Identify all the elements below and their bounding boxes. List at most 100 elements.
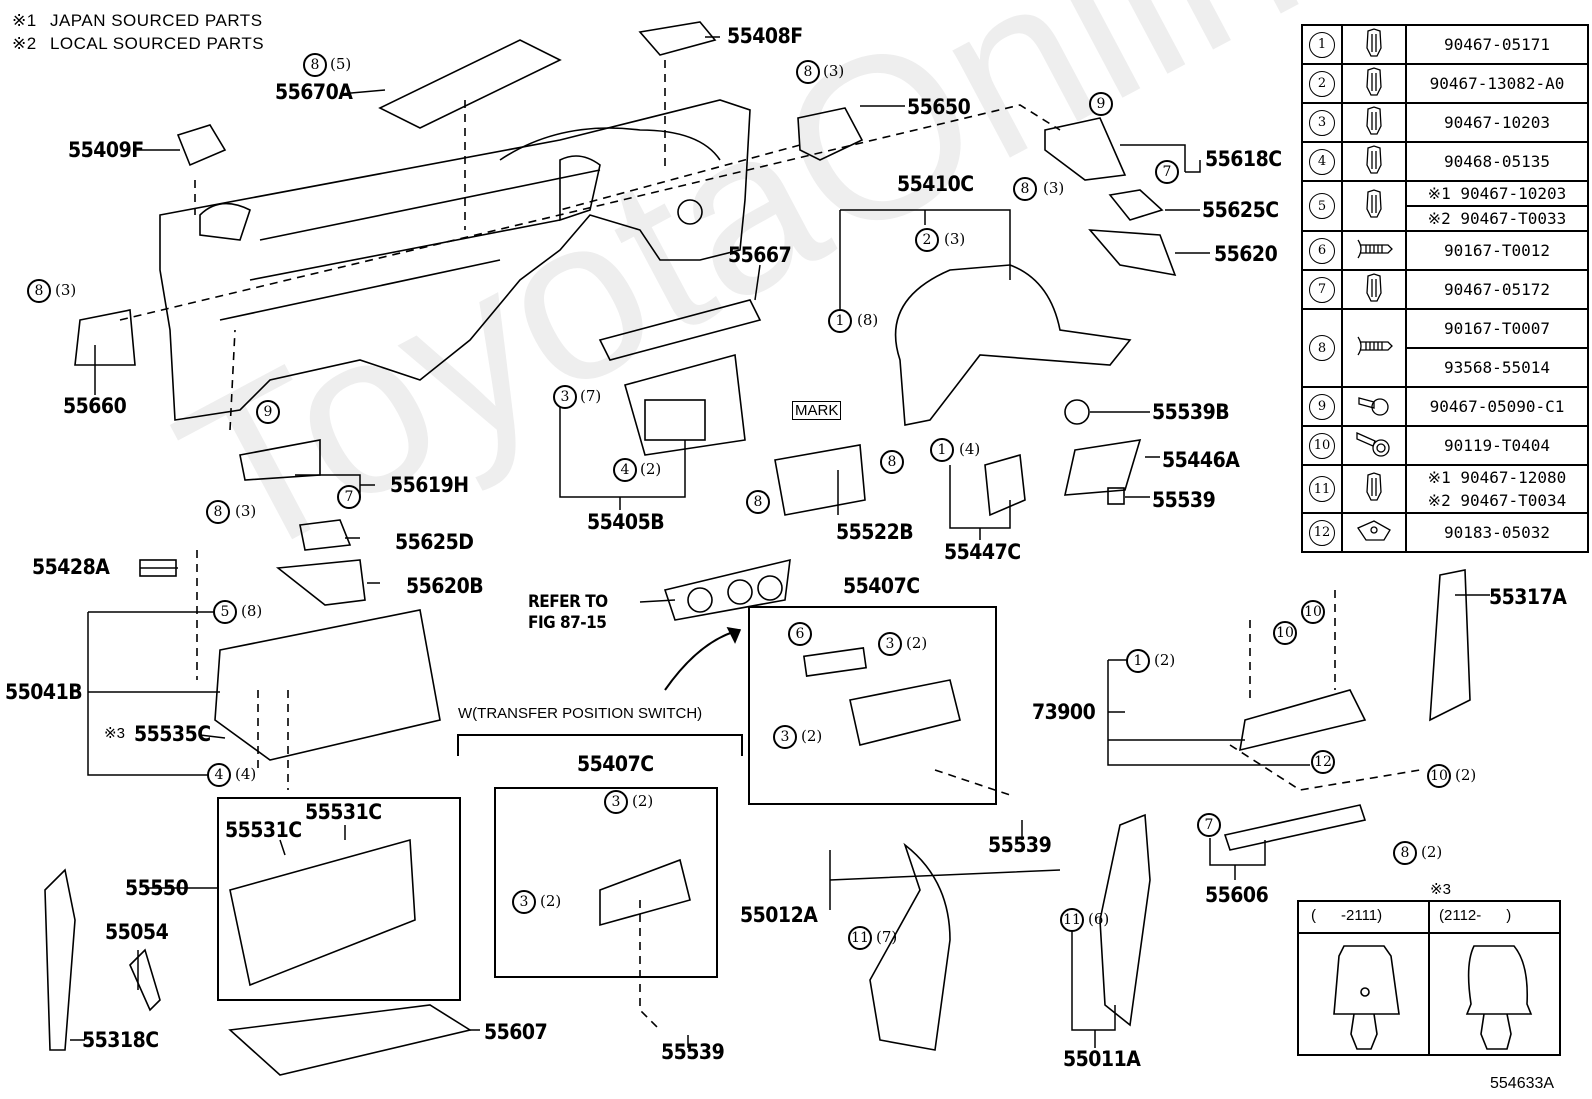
part-number-55531C[interactable]: 55531C	[305, 800, 382, 824]
fastener-callout[interactable]: 3	[553, 385, 577, 409]
fastener-callout[interactable]: 8	[796, 60, 820, 84]
fastener-callout[interactable]: 4	[613, 458, 637, 482]
part-number-55317A[interactable]: 55317A	[1489, 585, 1567, 609]
refer-to-figure-link[interactable]: FIG 87-15	[528, 613, 607, 633]
part-number-55539[interactable]: 55539	[988, 833, 1052, 857]
part-number-55446A[interactable]: 55446A	[1162, 448, 1240, 472]
fastener-callout[interactable]: 8	[303, 53, 327, 77]
part-number-73900[interactable]: 73900	[1032, 700, 1096, 724]
part-number-55410C[interactable]: 55410C	[897, 172, 974, 196]
part-number-55407C[interactable]: 55407C	[577, 752, 654, 776]
part-number-55606[interactable]: 55606	[1205, 883, 1269, 907]
fastener-row[interactable]: 11※1 90467-12080※2 90467-T0034	[1301, 464, 1589, 514]
part-number-55620B[interactable]: 55620B	[406, 574, 484, 598]
part-number-55522B[interactable]: 55522B	[836, 520, 914, 544]
part-number-55539[interactable]: 55539	[661, 1040, 725, 1064]
fastener-part-number-line[interactable]: ※1 90467-12080	[1427, 468, 1567, 487]
fastener-callout[interactable]: 8	[1013, 177, 1037, 201]
part-number-55408F[interactable]: 55408F	[727, 24, 803, 48]
part-number-55011A[interactable]: 55011A	[1063, 1047, 1141, 1071]
fastener-callout[interactable]: 3	[604, 790, 628, 814]
fastener-callout[interactable]: 1	[828, 309, 852, 333]
fastener-part-number-line[interactable]: ※1 90467-10203	[1407, 182, 1587, 207]
fastener-part-number[interactable]: 90467-10203	[1405, 102, 1589, 143]
fastener-part-number-line[interactable]: ※2 90467-T0033	[1427, 209, 1567, 228]
fastener-callout[interactable]: 6	[788, 622, 812, 646]
fastener-callout[interactable]: 10	[1427, 764, 1451, 788]
fastener-part-number[interactable]: 90467-05171	[1405, 24, 1589, 65]
fastener-callout[interactable]: 5	[213, 600, 237, 624]
fastener-part-number[interactable]: 90467-13082-A0	[1405, 63, 1589, 104]
fastener-part-number[interactable]: 90467-05090-C1	[1405, 386, 1589, 427]
part-number-55012A[interactable]: 55012A	[740, 903, 818, 927]
fastener-part-number[interactable]: 90167-T0012	[1405, 230, 1589, 271]
part-number-55531C[interactable]: 55531C	[225, 818, 302, 842]
part-number-55405B[interactable]: 55405B	[587, 510, 665, 534]
part-number-55670A[interactable]: 55670A	[275, 80, 353, 104]
part-number-55428A[interactable]: 55428A	[32, 555, 110, 579]
fastener-part-number[interactable]: ※1 90467-12080 ※2 90467-T0034	[1405, 464, 1589, 514]
fastener-callout[interactable]: 10	[1301, 600, 1325, 624]
fastener-part-number[interactable]: 90183-05032	[1405, 512, 1589, 553]
fastener-callout[interactable]: 11	[848, 926, 872, 950]
fastener-callout[interactable]: 8	[746, 490, 770, 514]
part-number-55054[interactable]: 55054	[105, 920, 169, 944]
fastener-callout[interactable]: 3	[878, 632, 902, 656]
fastener-part-number[interactable]: 90119-T0404	[1405, 425, 1589, 466]
fastener-callout[interactable]: 8	[27, 279, 51, 303]
fastener-callout[interactable]: 1	[930, 438, 954, 462]
fastener-part-number[interactable]: ※1 90467-10203 ※2 90467-T0033	[1405, 180, 1589, 232]
fastener-callout[interactable]: 3	[773, 725, 797, 749]
fastener-callout[interactable]: 8	[206, 500, 230, 524]
part-number-55447C[interactable]: 55447C	[944, 540, 1021, 564]
part-number-55667[interactable]: 55667	[728, 243, 792, 267]
fastener-callout[interactable]: 2	[915, 228, 939, 252]
part-number-55539B[interactable]: 55539B	[1152, 400, 1230, 424]
part-number-55660[interactable]: 55660	[63, 394, 127, 418]
fastener-row[interactable]: 93568-55014	[1302, 347, 1589, 388]
fastener-callout[interactable]: 1	[1126, 649, 1150, 673]
fastener-callout[interactable]: 9	[1089, 92, 1113, 116]
part-number-55041B[interactable]: 55041B	[5, 680, 83, 704]
fastener-callout[interactable]: 11	[1060, 908, 1084, 932]
fastener-callout[interactable]: 7	[1197, 813, 1221, 837]
fastener-part-number[interactable]: 93568-55014	[1405, 347, 1589, 388]
fastener-callout[interactable]: 7	[1155, 160, 1179, 184]
part-number-55407C[interactable]: 55407C	[843, 574, 920, 598]
fastener-callout[interactable]: 7	[337, 485, 361, 509]
fastener-row[interactable]: 5※1 90467-10203※2 90467-T0033	[1301, 180, 1589, 232]
part-number-55625C[interactable]: 55625C	[1202, 198, 1279, 222]
part-number-55650[interactable]: 55650	[907, 95, 971, 119]
fastener-callout[interactable]: 9	[256, 400, 280, 424]
fastener-callout[interactable]: 3	[512, 890, 536, 914]
fastener-callout[interactable]: 8	[880, 450, 904, 474]
fastener-callout[interactable]: 4	[207, 763, 231, 787]
part-number-55620[interactable]: 55620	[1214, 242, 1278, 266]
fastener-part-number-line[interactable]: ※2 90467-T0034	[1427, 491, 1567, 510]
part-number-55409F[interactable]: 55409F	[68, 138, 144, 162]
fastener-callout[interactable]: 12	[1311, 750, 1335, 774]
fastener-part-number[interactable]: 90167-T0007	[1405, 308, 1589, 349]
part-number-55607[interactable]: 55607	[484, 1020, 548, 1044]
fastener-callout[interactable]: 10	[1273, 621, 1297, 645]
part-number-55539[interactable]: 55539	[1152, 488, 1216, 512]
part-number-55618C[interactable]: 55618C	[1205, 147, 1282, 171]
part-number-55625D[interactable]: 55625D	[395, 530, 474, 554]
part-number-55318C[interactable]: 55318C	[82, 1028, 159, 1052]
part-number-55550[interactable]: 55550	[125, 876, 189, 900]
fastener-part-number[interactable]: 90467-05172	[1405, 269, 1589, 310]
part-number-55619H[interactable]: 55619H	[390, 473, 469, 497]
fastener-callout[interactable]: 8	[1393, 841, 1417, 865]
fastener-part-number[interactable]: 90468-05135	[1405, 141, 1589, 182]
part-number-55535C[interactable]: 55535C	[134, 722, 211, 746]
